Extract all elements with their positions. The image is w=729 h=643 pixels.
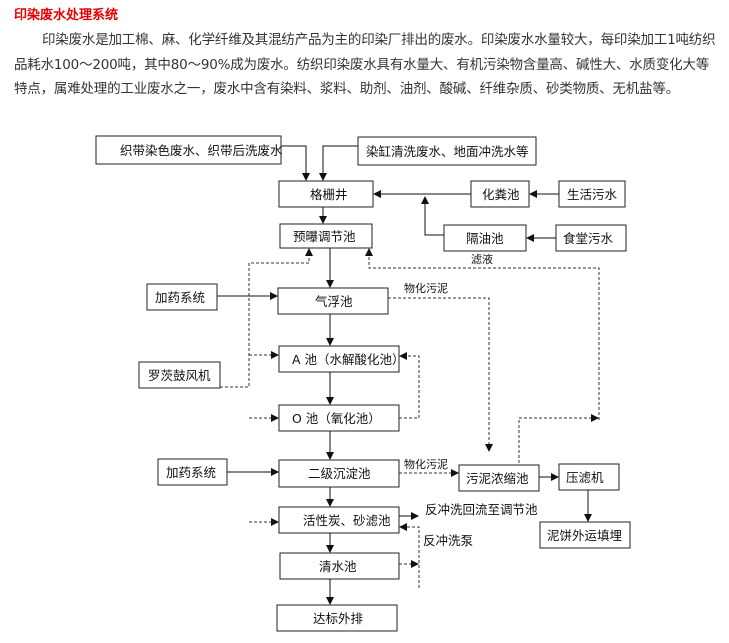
label-backwash-pump: 反冲洗泵 [423,533,473,548]
svg-text:清水池: 清水池 [319,559,357,574]
node-tank-o: O 池（氧化池） [278,404,400,432]
svg-text:食堂污水: 食堂污水 [563,231,614,246]
label-chem-sludge-1: 物化污泥 [404,281,448,295]
node-pre-aeration-tank: 预曝调节池 [279,223,373,249]
node-discharge: 达标外排 [276,604,398,632]
node-canteen-sewage: 食堂污水 [555,224,627,252]
node-grille-well: 格栅井 [278,180,374,208]
node-roots-blower: 罗茨鼓风机 [138,361,221,389]
svg-text:二级沉淀池: 二级沉淀池 [308,466,371,481]
svg-text:A 池（水解酸化池）: A 池（水解酸化池） [292,352,405,367]
node-sludge-cake: 泥饼外运填埋 [539,521,631,549]
node-oil-separator: 隔油池 [443,224,527,252]
intro-paragraph: 印染废水是加工棉、麻、化学纤维及其混纺产品为主的印染厂排出的废水。印染废水水量较… [14,32,716,97]
svg-text:罗茨鼓风机: 罗茨鼓风机 [148,368,211,383]
label-backwash-return: 反冲洗回流至调节池 [425,502,538,517]
svg-text:达标外排: 达标外排 [313,611,364,626]
page-title: 印染废水处理系统 [14,8,119,23]
svg-text:压滤机: 压滤机 [566,470,604,485]
node-dyeing-wastewater: 织带染色废水、织带后洗废水 [95,135,283,165]
node-filter-press: 压滤机 [558,463,620,491]
svg-text:污泥浓缩池: 污泥浓缩池 [466,471,529,486]
svg-text:加药系统: 加药系统 [155,290,205,305]
node-tank-a: A 池（水解酸化池） [278,345,405,373]
dashed-flow-arrows [220,248,600,588]
svg-text:泥饼外运填埋: 泥饼外运填埋 [547,528,623,543]
svg-text:O 池（氧化池）: O 池（氧化池） [292,411,381,426]
svg-text:生活污水: 生活污水 [567,187,618,202]
node-dosing-system-1: 加药系统 [146,283,218,311]
svg-text:化粪池: 化粪池 [482,187,520,202]
svg-text:格栅井: 格栅井 [310,187,348,202]
label-chem-sludge-2: 物化污泥 [404,457,448,471]
label-filtrate: 滤液 [471,252,493,266]
node-dosing-system-2: 加药系统 [157,458,228,486]
node-secondary-sedimentation: 二级沉淀池 [278,459,400,488]
node-air-flotation-tank: 气浮池 [277,287,389,315]
svg-text:气浮池: 气浮池 [315,294,353,309]
svg-text:隔油池: 隔油池 [466,231,504,246]
svg-text:染缸清洗废水、地面冲洗水等: 染缸清洗废水、地面冲洗水等 [366,144,529,159]
node-vat-wastewater: 染缸清洗废水、地面冲洗水等 [357,136,537,166]
node-clear-water-tank: 清水池 [279,552,400,580]
svg-text:预曝调节池: 预曝调节池 [293,229,356,244]
node-septic-tank: 化粪池 [470,180,530,208]
svg-text:织带染色废水、织带后洗废水: 织带染色废水、织带后洗废水 [120,143,283,158]
node-sludge-thickener: 污泥浓缩池 [458,464,540,492]
svg-text:活性炭、砂滤池: 活性炭、砂滤池 [303,513,391,528]
solid-flow-arrows [217,145,592,605]
node-domestic-sewage: 生活污水 [558,180,626,208]
svg-text:加药系统: 加药系统 [166,465,216,480]
node-carbon-sand-filter: 活性炭、砂滤池 [278,506,400,534]
